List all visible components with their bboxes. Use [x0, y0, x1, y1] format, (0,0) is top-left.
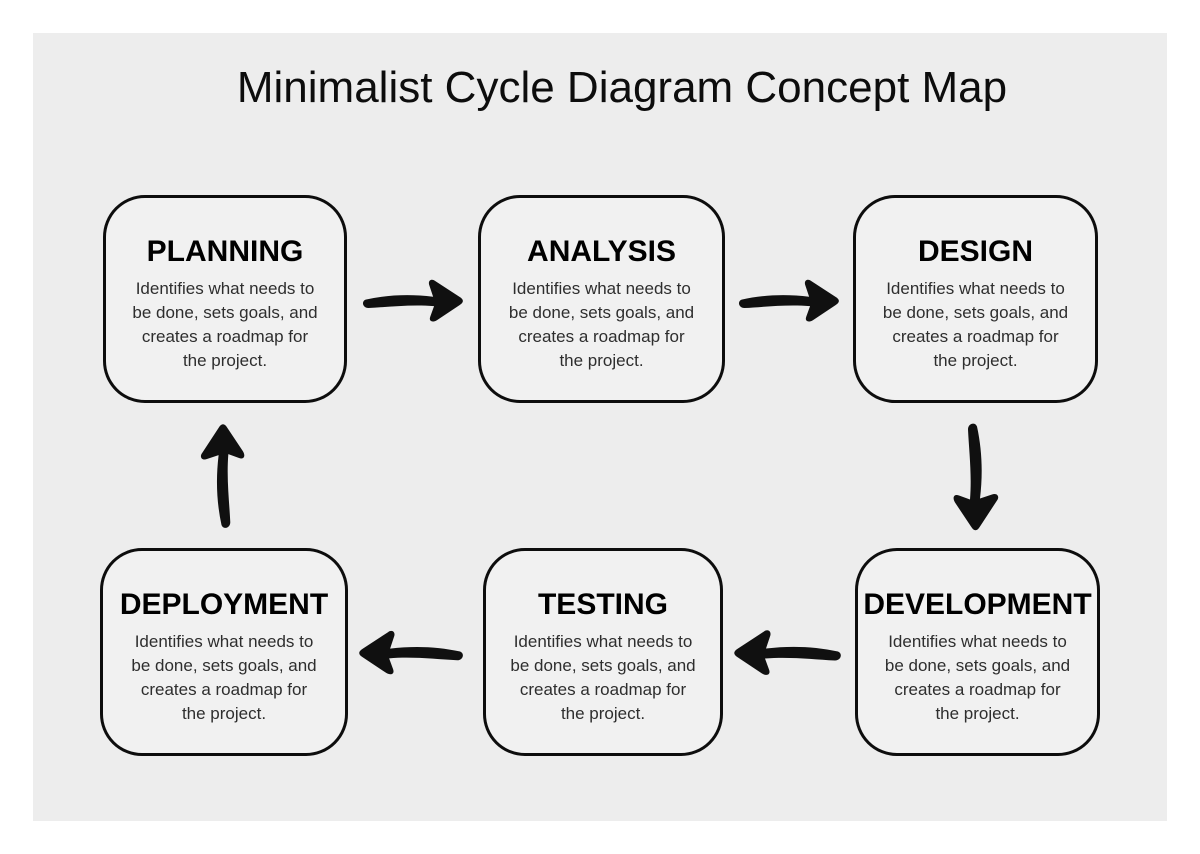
node-analysis-label: ANALYSIS — [527, 234, 676, 268]
node-development: DEVELOPMENT Identifies what needs to be … — [855, 548, 1100, 756]
node-design-label: DESIGN — [917, 234, 1034, 268]
node-testing-description: Identifies what needs to be done, sets g… — [510, 631, 696, 723]
node-planning-description: Identifies what needs to be done, sets g… — [132, 278, 318, 370]
node-analysis-description: Identifies what needs to be done, sets g… — [508, 278, 695, 370]
node-deployment: DEPLOYMENT Identifies what needs to be d… — [100, 548, 348, 756]
diagram-title: Minimalist Cycle Diagram Concept Map — [236, 63, 1008, 112]
arrow-up-deployment-to-planning-icon — [200, 424, 245, 528]
arrow-left-development-to-testing-icon — [734, 630, 841, 675]
node-testing-label: TESTING — [537, 587, 668, 621]
node-development-description: Identifies what needs to be done, sets g… — [884, 631, 1071, 723]
node-analysis: ANALYSIS Identifies what needs to be don… — [478, 195, 725, 403]
node-planning-label: PLANNING — [146, 234, 304, 268]
node-design: DESIGN Identifies what needs to be done,… — [853, 195, 1098, 403]
node-deployment-description: Identifies what needs to be done, sets g… — [131, 631, 317, 723]
node-design-description: Identifies what needs to be done, sets g… — [882, 278, 1069, 370]
node-testing: TESTING Identifies what needs to be done… — [483, 548, 723, 756]
arrow-down-design-to-development-icon — [953, 423, 999, 531]
node-deployment-label: DEPLOYMENT — [119, 587, 329, 621]
arrow-left-testing-to-deployment-icon — [359, 630, 463, 675]
arrow-right-analysis-to-design-icon — [738, 279, 839, 322]
arrow-right-planning-to-analysis-icon — [362, 279, 463, 322]
node-planning: PLANNING Identifies what needs to be don… — [103, 195, 347, 403]
node-development-label: DEVELOPMENT — [863, 587, 1092, 621]
